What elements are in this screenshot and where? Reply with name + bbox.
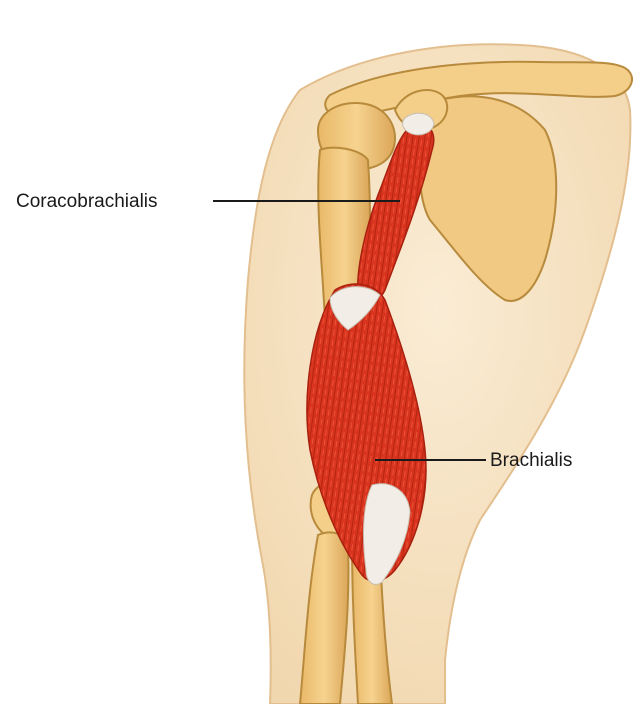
brachialis-label: Brachialis <box>490 450 572 471</box>
coracobrachialis-label: Coracobrachialis <box>16 191 158 212</box>
coracobrachialis-tendon <box>403 113 434 135</box>
